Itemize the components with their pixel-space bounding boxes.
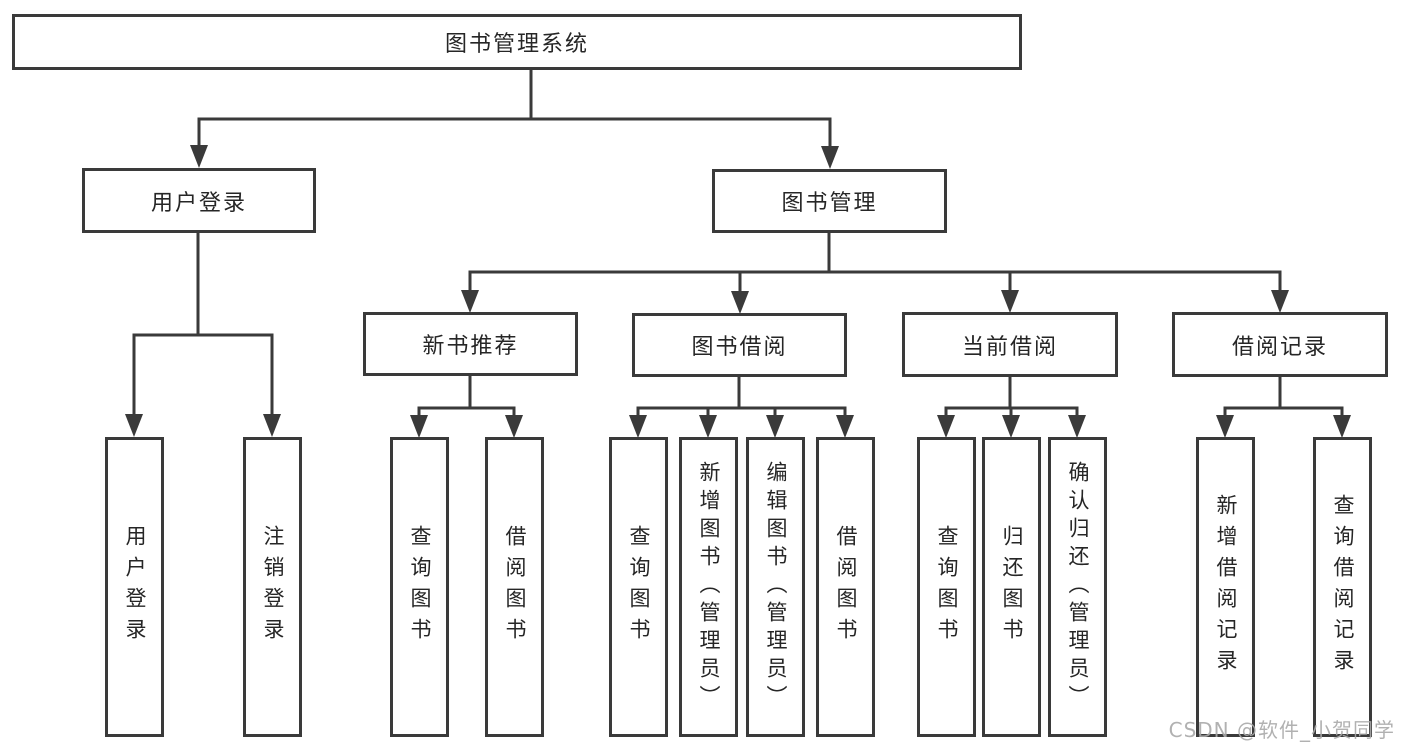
watermark: CSDN @软件_小贺同学 bbox=[1168, 718, 1395, 742]
leaf-user-login: 用户登录 bbox=[105, 437, 164, 737]
leaf-logout-label: 注销登录 bbox=[261, 525, 285, 649]
leaf-current-return-books-label: 归还图书 bbox=[1000, 525, 1024, 649]
leaf-borrow-add-books-admin-label: 新增图书（管理员） bbox=[697, 461, 721, 713]
node-current-borrow: 当前借阅 bbox=[902, 312, 1118, 377]
leaf-new-borrow-books: 借阅图书 bbox=[485, 437, 544, 737]
leaf-record-query-borrow-record: 查询借阅记录 bbox=[1313, 437, 1372, 737]
node-borrow-records: 借阅记录 bbox=[1172, 312, 1388, 377]
leaf-logout: 注销登录 bbox=[243, 437, 302, 737]
leaf-borrow-add-books-admin: 新增图书（管理员） bbox=[679, 437, 738, 737]
node-user-login: 用户登录 bbox=[82, 168, 316, 233]
node-book-borrow: 图书借阅 bbox=[632, 313, 847, 377]
leaf-record-add-borrow-record: 新增借阅记录 bbox=[1196, 437, 1255, 737]
node-book-management-label: 图书管理 bbox=[781, 191, 878, 216]
node-borrow-records-label: 借阅记录 bbox=[1231, 334, 1328, 360]
node-new-book-recommend-label: 新书推荐 bbox=[422, 334, 519, 359]
leaf-current-query-books: 查询图书 bbox=[917, 437, 976, 737]
node-current-borrow-label: 当前借阅 bbox=[961, 334, 1058, 360]
leaf-borrow-edit-books-admin: 编辑图书（管理员） bbox=[746, 437, 805, 737]
node-root-label: 图书管理系统 bbox=[444, 32, 589, 57]
leaf-borrow-edit-books-admin-label: 编辑图书（管理员） bbox=[764, 461, 788, 713]
node-book-management: 图书管理 bbox=[712, 169, 947, 233]
leaf-record-add-borrow-record-label: 新增借阅记录 bbox=[1214, 494, 1238, 680]
leaf-borrow-query-books: 查询图书 bbox=[609, 437, 668, 737]
leaf-current-return-books: 归还图书 bbox=[982, 437, 1041, 737]
node-new-book-recommend: 新书推荐 bbox=[363, 312, 578, 376]
node-book-borrow-label: 图书借阅 bbox=[691, 335, 788, 360]
node-user-login-label: 用户登录 bbox=[150, 190, 247, 216]
leaf-borrow-query-books-label: 查询图书 bbox=[627, 525, 651, 649]
leaf-new-borrow-books-label: 借阅图书 bbox=[503, 525, 527, 649]
leaf-current-confirm-return-admin: 确认归还（管理员） bbox=[1048, 437, 1107, 737]
leaf-new-query-books-label: 查询图书 bbox=[408, 525, 432, 649]
leaf-new-query-books: 查询图书 bbox=[390, 437, 449, 737]
leaf-current-query-books-label: 查询图书 bbox=[935, 525, 959, 649]
leaf-record-query-borrow-record-label: 查询借阅记录 bbox=[1331, 494, 1355, 680]
leaf-user-login-label: 用户登录 bbox=[123, 525, 147, 649]
leaf-current-confirm-return-admin-label: 确认归还（管理员） bbox=[1066, 461, 1090, 713]
node-root: 图书管理系统 bbox=[12, 14, 1022, 70]
leaf-borrow-borrow-books-label: 借阅图书 bbox=[834, 525, 858, 649]
leaf-borrow-borrow-books: 借阅图书 bbox=[816, 437, 875, 737]
